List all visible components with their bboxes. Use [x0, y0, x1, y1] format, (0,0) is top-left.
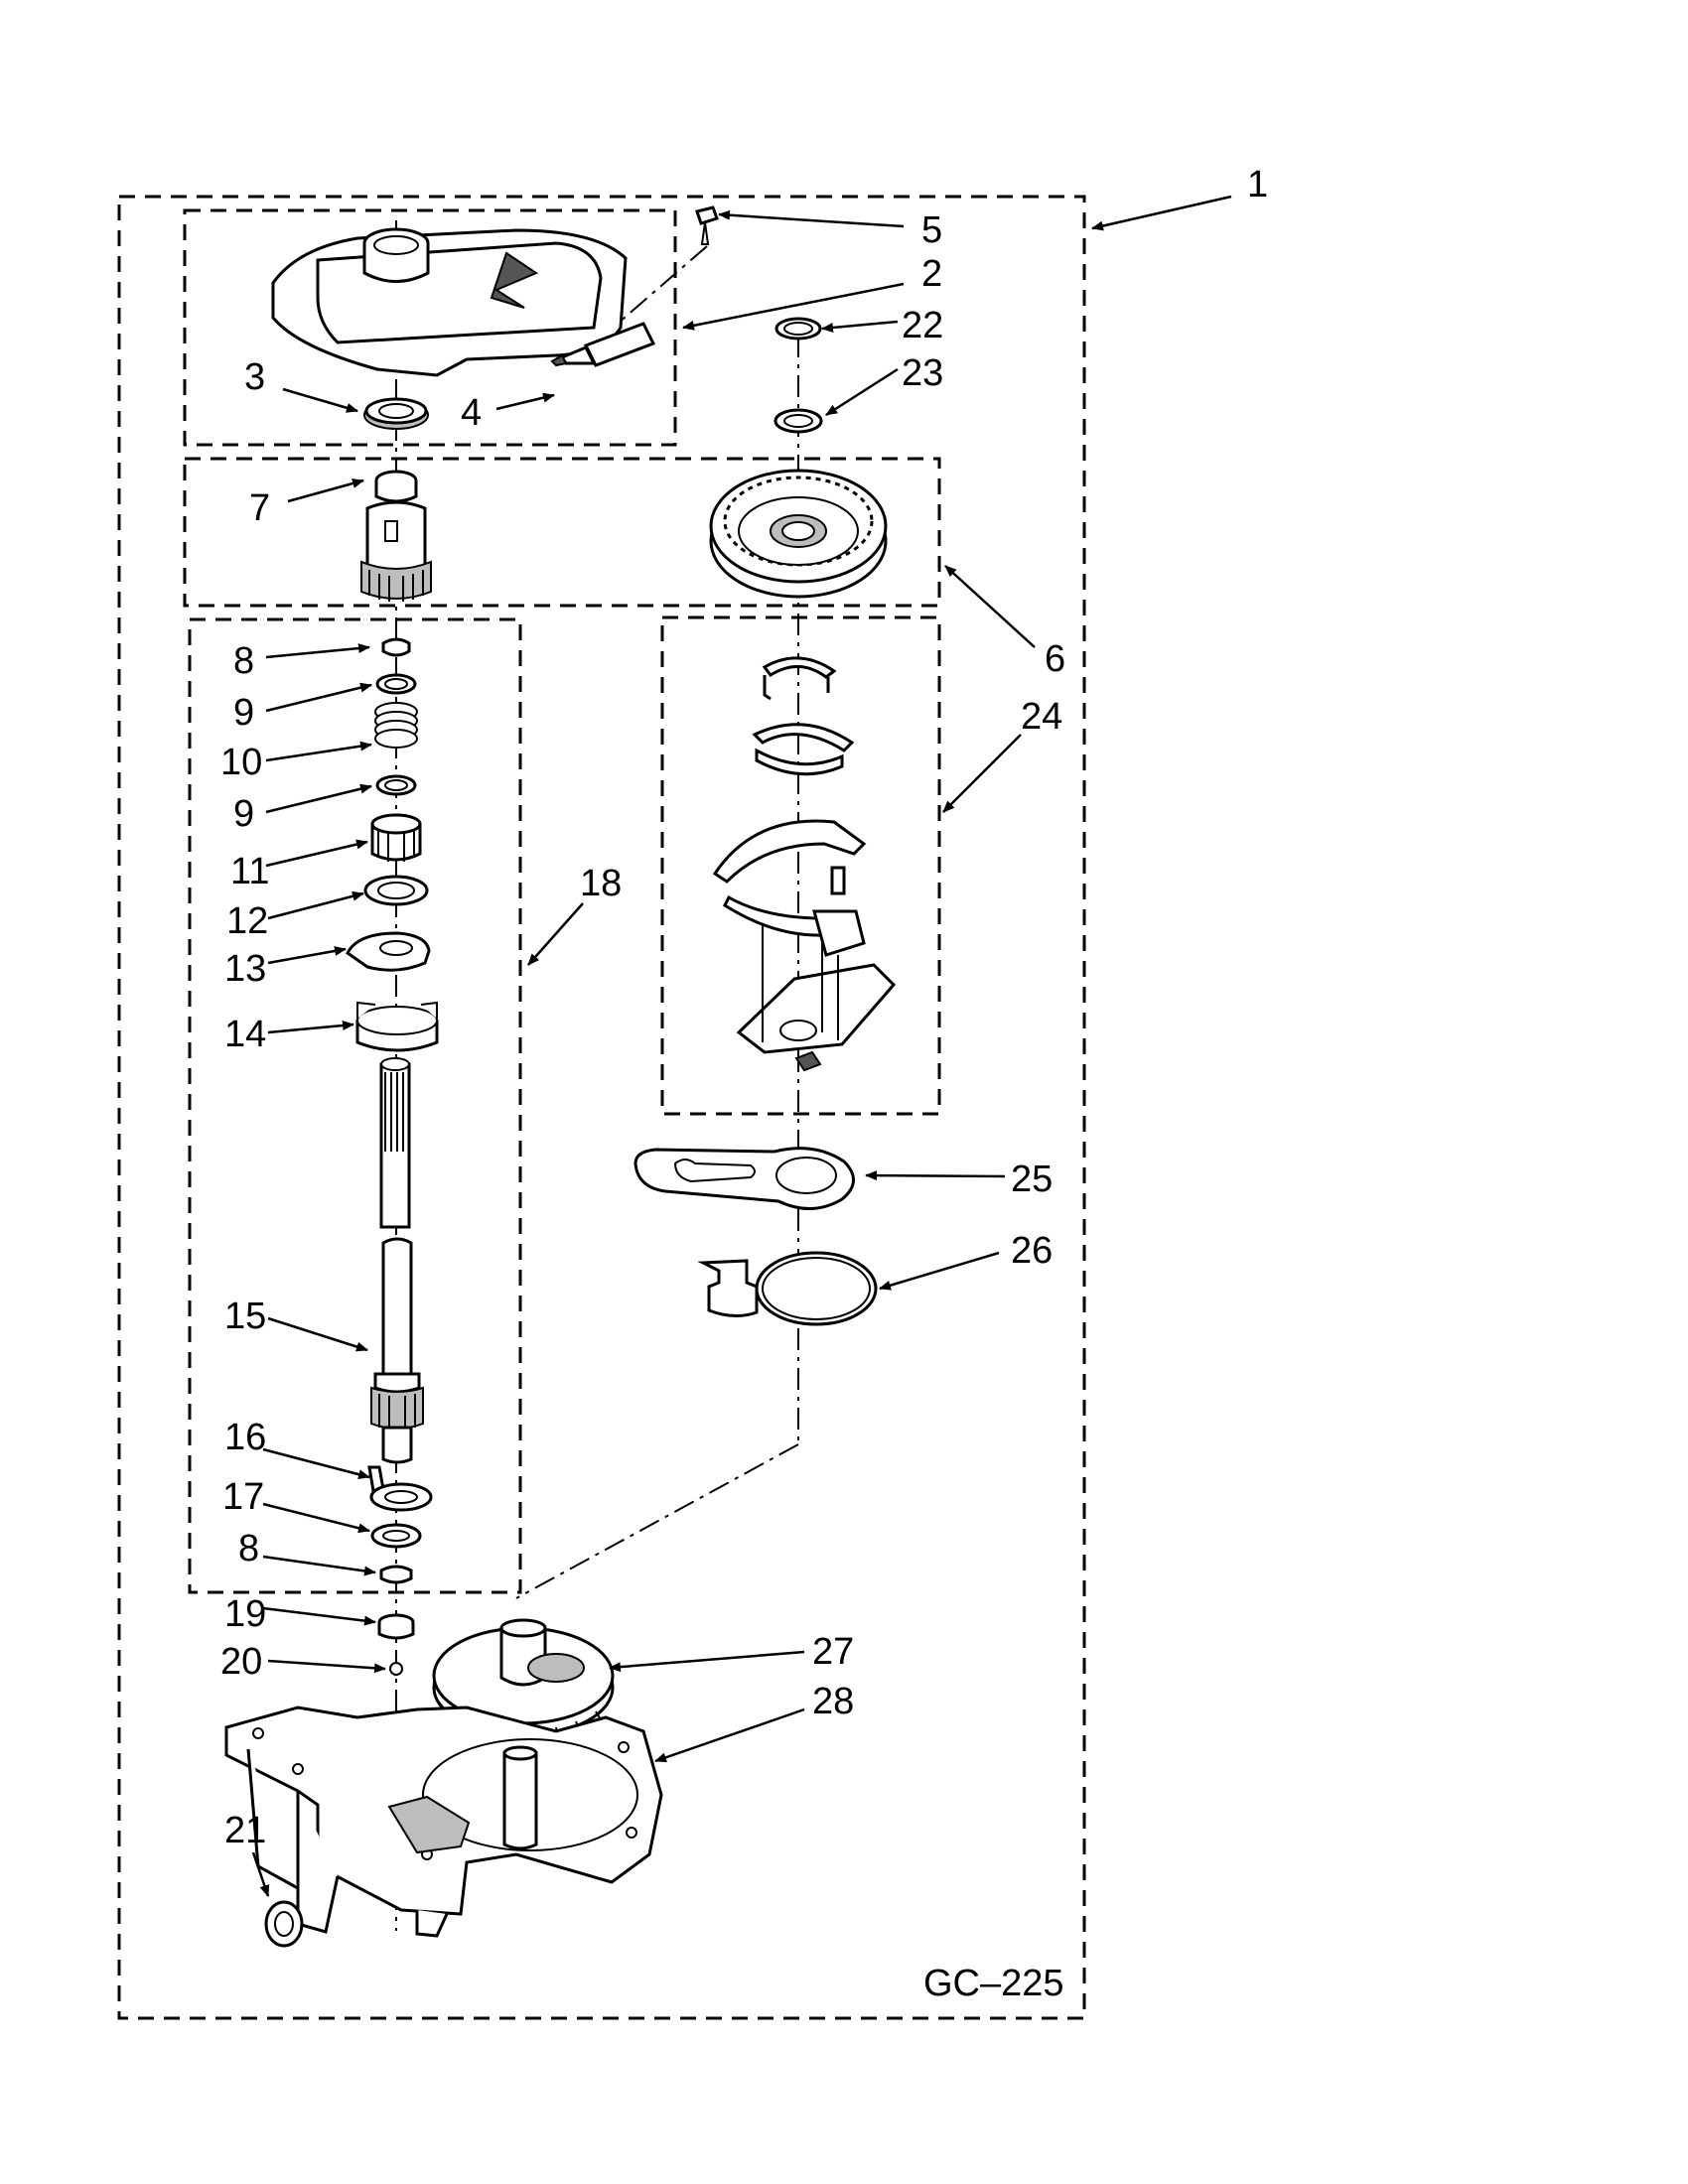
- callout-5: 5: [921, 209, 942, 251]
- retaining-ring-8-bottom: [379, 1565, 413, 1584]
- callout-3: 3: [244, 356, 265, 398]
- washer-12: [363, 875, 429, 906]
- washer-17: [370, 1523, 422, 1549]
- gearcase-cover: [271, 227, 628, 377]
- diagram-code: GC–225: [923, 1963, 1064, 2004]
- large-drive-gear: [709, 469, 888, 599]
- clutch-13: [346, 931, 431, 972]
- washer-22: [774, 317, 822, 341]
- shift-fork: [697, 1251, 878, 1326]
- callout-4: 4: [461, 392, 482, 434]
- callout-19: 19: [224, 1593, 266, 1635]
- callout-12: 12: [226, 900, 268, 942]
- washer-23: [774, 408, 823, 434]
- callout-24: 24: [1021, 696, 1062, 738]
- callout-26: 26: [1011, 1230, 1053, 1272]
- group-boundary-18: [188, 617, 522, 1594]
- seal-21: [264, 1900, 304, 1948]
- callout-28: 28: [812, 1681, 854, 1722]
- agitator-shaft-15: [370, 1057, 424, 1464]
- callout-labels: 1 2 3 4 5 6 7 8 8 9 9 10 11 12 13 14 15 …: [220, 164, 1268, 1851]
- callout-10: 10: [220, 742, 262, 783]
- pinion-housing: [360, 470, 432, 602]
- callout-8-top: 8: [233, 640, 254, 682]
- shift-mechanism: [712, 656, 897, 1072]
- callout-1: 1: [1247, 164, 1268, 205]
- callout-11: 11: [230, 851, 269, 892]
- callout-20: 20: [220, 1641, 262, 1683]
- shift-lever: [633, 1147, 855, 1211]
- group-boundary-6: [183, 457, 941, 608]
- cover-screw: [695, 205, 719, 245]
- callout-25: 25: [1011, 1159, 1053, 1200]
- leader-lines: [251, 195, 1232, 1897]
- callout-16: 16: [224, 1417, 266, 1458]
- bearing-19: [377, 1613, 415, 1640]
- seal: [363, 397, 429, 430]
- callout-8-bottom: 8: [238, 1528, 259, 1570]
- callout-23: 23: [902, 352, 943, 394]
- ball-20: [389, 1662, 403, 1676]
- washer-9-bottom: [375, 774, 417, 796]
- washer-9-top: [375, 673, 417, 695]
- group-boundary-24: [660, 615, 941, 1116]
- callout-18: 18: [580, 863, 622, 904]
- gearcase-base-28: [224, 1706, 663, 1938]
- callout-13: 13: [224, 948, 266, 990]
- callout-9-top: 9: [233, 692, 254, 734]
- retaining-ring-8-top: [381, 637, 411, 657]
- callout-21: 21: [224, 1810, 266, 1851]
- callout-9-bottom: 9: [233, 793, 254, 835]
- callout-22: 22: [902, 305, 943, 346]
- callout-6: 6: [1045, 638, 1065, 680]
- clip-16: [367, 1465, 433, 1512]
- callout-7: 7: [249, 487, 270, 529]
- spring-10: [374, 702, 418, 749]
- callout-27: 27: [812, 1631, 854, 1673]
- callout-14: 14: [224, 1014, 266, 1055]
- pinion-gear-11: [370, 813, 422, 862]
- callout-2: 2: [921, 253, 942, 295]
- callout-15: 15: [224, 1296, 266, 1337]
- group-boundary-2: [183, 208, 677, 447]
- sealant-tube: [550, 322, 656, 367]
- gear-drop-axis: [515, 1443, 799, 1599]
- callout-17: 17: [222, 1476, 264, 1518]
- cam-14: [355, 1001, 439, 1052]
